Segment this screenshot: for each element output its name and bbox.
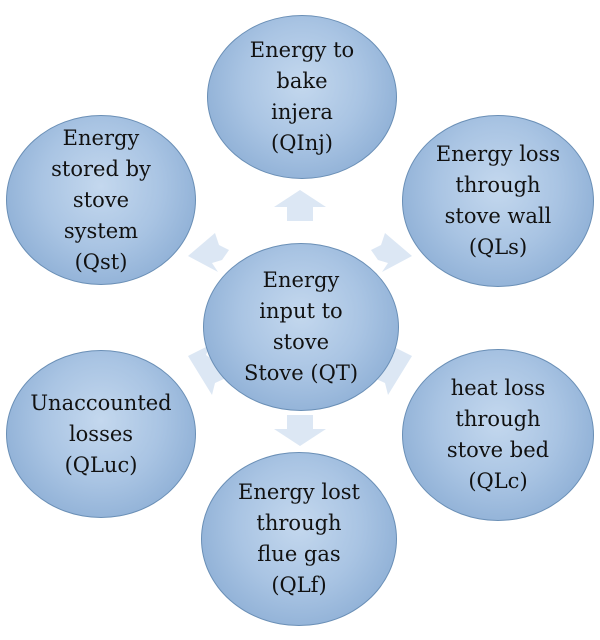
arrow-to-unaccounted-losses [188,345,226,395]
node-label: heat loss through stove bed (QLc) [446,376,550,493]
arrow-to-energy-bake-injera [274,190,326,221]
node-unaccounted-losses: Unaccounted losses (QLuc) [6,350,196,518]
node-label: Unaccounted losses (QLuc) [30,390,172,477]
node-energy-loss-stove-wall: Energy loss through stove wall (QLs) [402,115,594,287]
arrow-to-energy-loss-stove-wall [371,233,412,272]
arrow-to-energy-stored [188,233,229,272]
node-label: Energy to bake injera (QInj) [249,38,355,155]
arrow-to-heat-loss-stove-bed [374,345,412,395]
node-label: Energy loss through stove wall (QLs) [435,142,561,259]
node-energy-input-center: Energy input to stove Stove (QT) [203,243,399,411]
node-label: Energy stored by stove system (Qst) [51,125,151,274]
node-energy-bake-injera: Energy to bake injera (QInj) [207,15,397,179]
node-label: Energy lost through flue gas (QLf) [238,480,360,597]
center-label: Energy input to stove Stove (QT) [243,268,359,385]
node-energy-stored-stove-system: Energy stored by stove system (Qst) [6,115,196,285]
node-heat-loss-stove-bed: heat loss through stove bed (QLc) [402,349,594,521]
arrow-to-energy-lost-flue-gas [274,415,326,446]
node-energy-lost-flue-gas: Energy lost through flue gas (QLf) [201,452,397,626]
